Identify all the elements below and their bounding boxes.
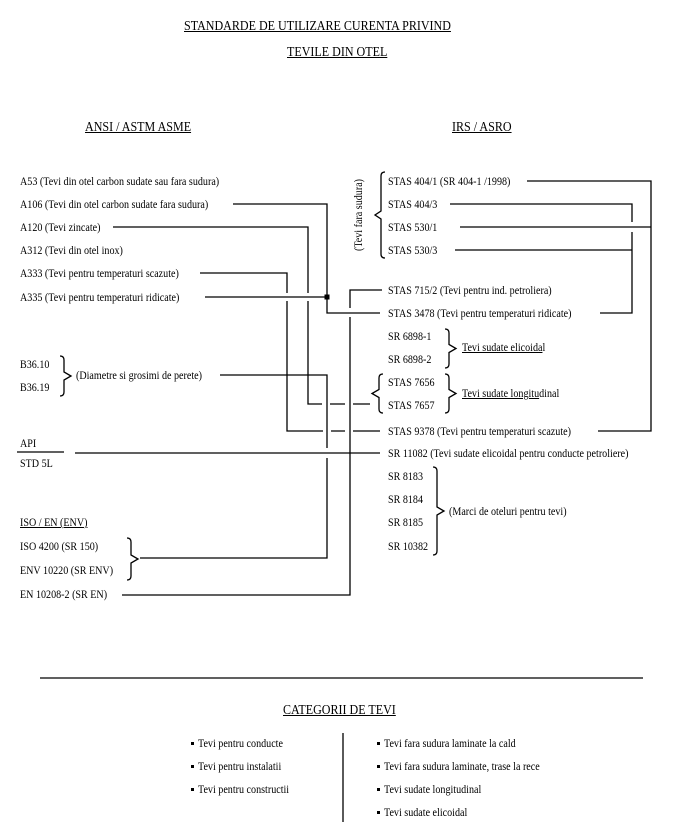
astm-item: A335 (Tevi pentru temperaturi ridicate) bbox=[20, 290, 180, 304]
iso-item: ENV 10220 (SR ENV) bbox=[20, 563, 114, 577]
longitudinal-item: STAS 7657 bbox=[388, 398, 435, 412]
api-std-label: STD 5L bbox=[20, 456, 53, 470]
connector-stas-404-1 bbox=[527, 180, 652, 432]
seamless-item: STAS 530/3 bbox=[388, 243, 438, 257]
grade-item: SR 8183 bbox=[388, 469, 424, 483]
brace-longitudinal-right bbox=[444, 373, 458, 414]
bullet-icon bbox=[191, 742, 194, 745]
category-item: Tevi fara sudura laminate la cald bbox=[384, 736, 516, 750]
elicoidal-label: Tevi sudate elicoidal bbox=[462, 340, 545, 354]
stas-715-item: STAS 715/2 (Tevi pentru ind. petroliera) bbox=[388, 283, 552, 297]
astm-item: A120 (Tevi zincate) bbox=[20, 220, 101, 234]
iso-item: EN 10208-2 (SR EN) bbox=[20, 587, 108, 601]
categories-title: CATEGORII DE TEVI bbox=[283, 703, 396, 718]
brace-asme bbox=[59, 355, 73, 397]
longitudinal-label: Tevi sudate longitudinal bbox=[462, 386, 559, 400]
connector-a120 bbox=[113, 226, 370, 405]
seamless-item: STAS 404/1 (SR 404-1 /1998) bbox=[388, 174, 511, 188]
brace-iso bbox=[126, 537, 140, 581]
category-item: Tevi pentru instalatii bbox=[198, 759, 282, 773]
grade-item: SR 8184 bbox=[388, 492, 424, 506]
seamless-label: (Tevi fara sudura) bbox=[351, 178, 365, 252]
astm-item: A312 (Tevi din otel inox) bbox=[20, 243, 123, 257]
brace-elicoidal bbox=[444, 328, 458, 369]
elicoidal-item: SR 6898-2 bbox=[388, 352, 432, 366]
category-item: Tevi pentru conducte bbox=[198, 736, 283, 750]
connector-stas-404-3 bbox=[450, 203, 633, 314]
seamless-item: STAS 404/3 bbox=[388, 197, 438, 211]
brace-longitudinal-left bbox=[370, 373, 384, 414]
left-column-header: ANSI / ASTM ASME bbox=[85, 120, 192, 135]
iso-header: ISO / EN (ENV) bbox=[20, 515, 88, 529]
page-title-line1: STANDARDE DE UTILIZARE CURENTA PRIVIND bbox=[184, 19, 451, 34]
category-item: Tevi sudate elicoidal bbox=[384, 805, 468, 819]
bullet-icon bbox=[377, 742, 380, 745]
asme-note: (Diametre si grosimi de perete) bbox=[76, 368, 202, 382]
connector-diametre bbox=[140, 374, 328, 559]
stas-9378-item: STAS 9378 (Tevi pentru temperaturi scazu… bbox=[388, 424, 571, 438]
elicoidal-label-rest: l bbox=[542, 340, 546, 354]
elicoidal-label-underlined: Tevi sudate elicoida bbox=[462, 340, 543, 354]
sr-11082-item: SR 11082 (Tevi sudate elicoidal pentru c… bbox=[388, 446, 629, 460]
bullet-icon bbox=[377, 788, 380, 791]
elicoidal-item: SR 6898-1 bbox=[388, 329, 432, 343]
longitudinal-label-underlined: Tevi sudate longitu bbox=[462, 386, 540, 400]
bullet-icon bbox=[191, 788, 194, 791]
grade-item: SR 8185 bbox=[388, 515, 424, 529]
longitudinal-item: STAS 7656 bbox=[388, 375, 435, 389]
category-item: Tevi sudate longitudinal bbox=[384, 782, 482, 796]
astm-item: A53 (Tevi din otel carbon sudate sau far… bbox=[20, 174, 220, 188]
astm-item: A106 (Tevi din otel carbon sudate fara s… bbox=[20, 197, 209, 211]
bullet-icon bbox=[191, 765, 194, 768]
category-item: Tevi fara sudura laminate, trase la rece bbox=[384, 759, 540, 773]
astm-item: A333 (Tevi pentru temperaturi scazute) bbox=[20, 266, 179, 280]
bullet-icon bbox=[377, 765, 380, 768]
connector-en10208 bbox=[122, 289, 382, 596]
connector-a106 bbox=[233, 203, 380, 314]
longitudinal-label-rest: dinal bbox=[539, 386, 560, 400]
iso-item: ISO 4200 (SR 150) bbox=[20, 539, 99, 553]
bullet-icon bbox=[377, 811, 380, 814]
brace-grades bbox=[432, 466, 446, 556]
seamless-item: STAS 530/1 bbox=[388, 220, 438, 234]
category-item: Tevi pentru constructii bbox=[198, 782, 290, 796]
connector-a333 bbox=[200, 272, 380, 432]
asme-item: B36.10 bbox=[20, 357, 50, 371]
grades-label: (Marci de oteluri pentru tevi) bbox=[449, 504, 567, 518]
page-title-line2: TEVILE DIN OTEL bbox=[287, 45, 388, 60]
stas-3478-item: STAS 3478 (Tevi pentru temperaturi ridic… bbox=[388, 306, 572, 320]
asme-item: B36.19 bbox=[20, 380, 50, 394]
right-column-header: IRS / ASRO bbox=[452, 120, 512, 135]
api-label: API bbox=[20, 436, 37, 450]
brace-seamless bbox=[373, 171, 386, 259]
grade-item: SR 10382 bbox=[388, 539, 429, 553]
